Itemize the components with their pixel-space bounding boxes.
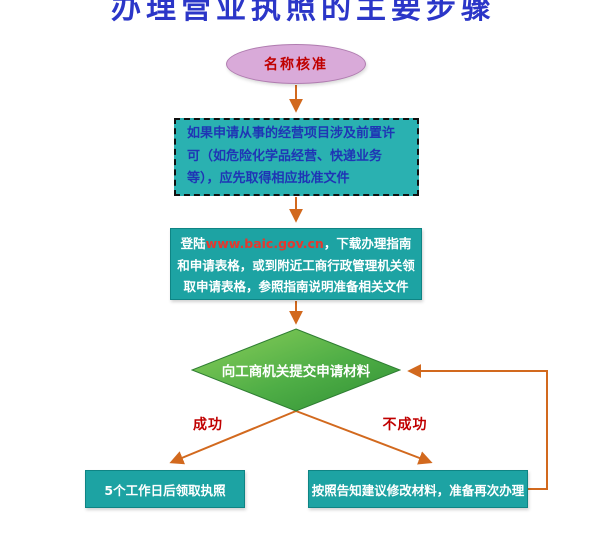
decision-diamond-shape [191,328,401,412]
retry-node-label: 按照告知建议修改材料，准备再次办理 [311,482,525,498]
branch-label-failure: 不成功 [382,417,428,433]
decision-node: 向工商机关提交申请材料 [191,328,401,412]
baic-url-link[interactable]: www.baic.gov.cn [205,236,324,251]
license-node: 5个工作日后领取执照 [85,470,245,508]
start-node: 名称核准 [226,44,366,84]
branch-label-success: 成功 [193,417,223,433]
precondition-text: 如果申请从事的经营项目涉及前置许可（如危险化学品经营、快递业务等），应先取得相应… [187,126,396,187]
download-text-suffix: ，下载办理指南和申请表格，或到附近工商行政管理机关领取申请表格，参照指南说明准备… [177,236,415,294]
start-node-label: 名称核准 [264,57,328,73]
download-text-prefix: 登陆 [180,236,206,251]
decision-node-label: 向工商机关提交申请材料 [221,364,371,380]
precondition-node: 如果申请从事的经营项目涉及前置许可（如危险化学品经营、快递业务等），应先取得相应… [174,118,419,196]
license-node-label: 5个工作日后领取执照 [104,482,226,498]
download-node: 登陆www.baic.gov.cn，下载办理指南和申请表格，或到附近工商行政管理… [170,228,422,300]
retry-node: 按照告知建议修改材料，准备再次办理 [308,470,528,508]
page-title: 办理营业执照的主要步骤 [111,0,496,26]
